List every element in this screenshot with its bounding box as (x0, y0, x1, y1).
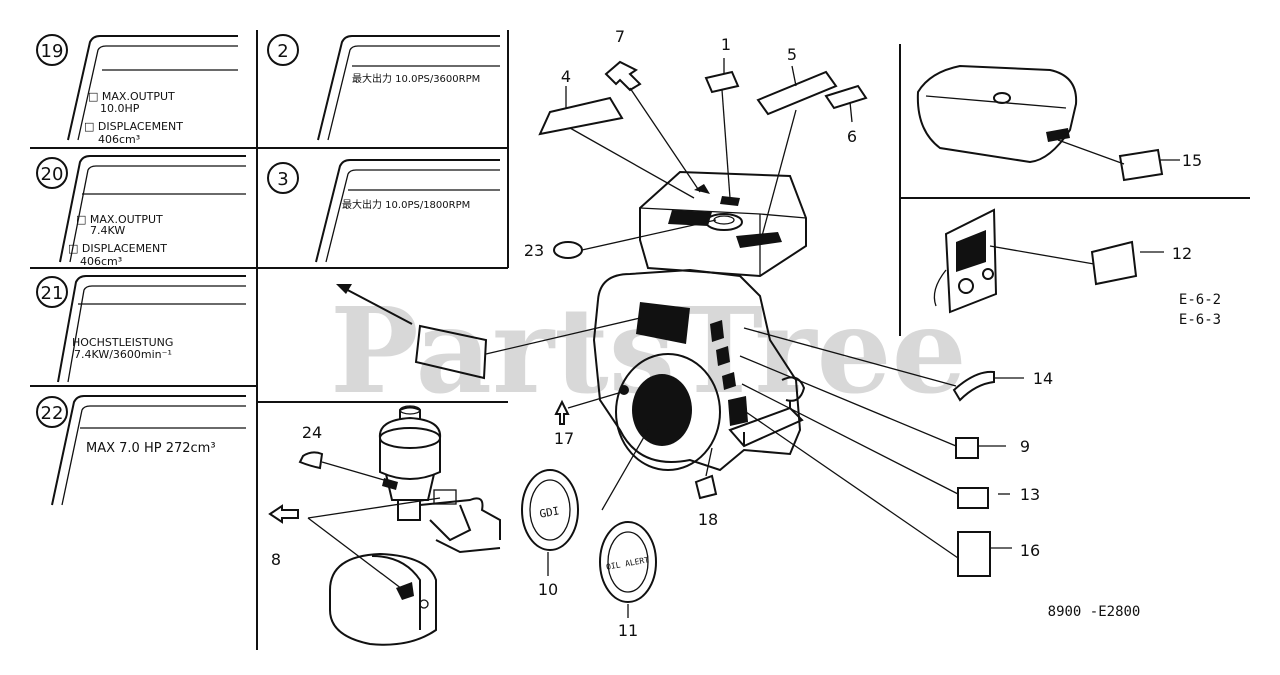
panel-number: 19 (41, 41, 64, 62)
decal-text-line: □ MAX.OUTPUT (76, 213, 163, 226)
decal-text-line: 7.4KW (90, 224, 125, 237)
panel-number: 22 (41, 403, 64, 424)
callout-9: 9 (1020, 437, 1030, 456)
engine-drawing (592, 170, 807, 472)
callout-6: 6 (847, 127, 857, 146)
callout-12: 12 (1172, 244, 1192, 263)
decal-panel-19: 19 □ MAX.OUTPUT 10.0HP □ DISPLACEMENT 40… (36, 34, 238, 146)
decal-panel-20: 20 □ MAX.OUTPUT 7.4KW □ DISPLACEMENT 406… (36, 155, 246, 268)
emblem-10-text: GDI (538, 504, 560, 520)
decal-grid (30, 30, 509, 650)
panel-number: 3 (277, 169, 288, 190)
callout-11: 11 (618, 621, 638, 640)
callout-7: 7 (615, 27, 625, 46)
decal-panel-22: 22 MAX 7.0 HP 272cm³ (36, 395, 246, 506)
engine-ref-2: E-6-3 (1179, 312, 1221, 328)
right-insets: 15 12 E-6-2 E-6-3 (899, 44, 1250, 336)
decal-panel-21: 21 HOCHSTLEISTUNG 7.4KW/3600min⁻¹ (36, 275, 246, 383)
callout-23: 23 (524, 241, 544, 260)
callout-10: 10 (538, 580, 558, 599)
decal-text-line: 7.4KW/3600min⁻¹ (74, 348, 172, 361)
fuel-valve-inset: 24 8 (268, 405, 501, 646)
callout-24: 24 (302, 423, 322, 442)
decal-panel-3: 3 最大出力 10.0PS/1800RPM (267, 159, 500, 263)
panel-number: 21 (41, 283, 64, 304)
callout-14: 14 (1033, 369, 1053, 388)
decal-text-line: 最大出力 10.0PS/1800RPM (342, 198, 470, 211)
decal-text-line: □ DISPLACEMENT (68, 242, 167, 255)
decal-panel-2: 2 最大出力 10.0PS/3600RPM (267, 34, 500, 141)
decal-text-line: □ DISPLACEMENT (84, 120, 183, 133)
decal-text-line: HOCHSTLEISTUNG (72, 336, 173, 349)
decal-text-line: 10.0HP (100, 102, 140, 115)
callout-4: 4 (561, 67, 571, 86)
panel-number: 20 (41, 164, 64, 185)
diagram-code: 8900 -E2800 (1048, 604, 1141, 620)
callout-16: 16 (1020, 541, 1040, 560)
callout-17: 17 (554, 429, 574, 448)
panel-number: 2 (277, 41, 288, 62)
decal-text-line: 最大出力 10.0PS/3600RPM (352, 72, 480, 85)
callout-8: 8 (271, 550, 281, 569)
decal-text-line: 406cm³ (80, 255, 122, 268)
engine-ref-1: E-6-2 (1179, 292, 1221, 308)
callout-13: 13 (1020, 485, 1040, 504)
emblem-11-text: OIL ALERT (605, 555, 649, 571)
decal-text-line: 406cm³ (98, 133, 140, 146)
callout-5: 5 (787, 45, 797, 64)
callout-15: 15 (1182, 151, 1202, 170)
decal-text-line: MAX 7.0 HP 272cm³ (86, 441, 216, 456)
callout-18: 18 (698, 510, 718, 529)
decal-text-line: □ MAX.OUTPUT (88, 90, 175, 103)
callout-1: 1 (721, 35, 731, 54)
